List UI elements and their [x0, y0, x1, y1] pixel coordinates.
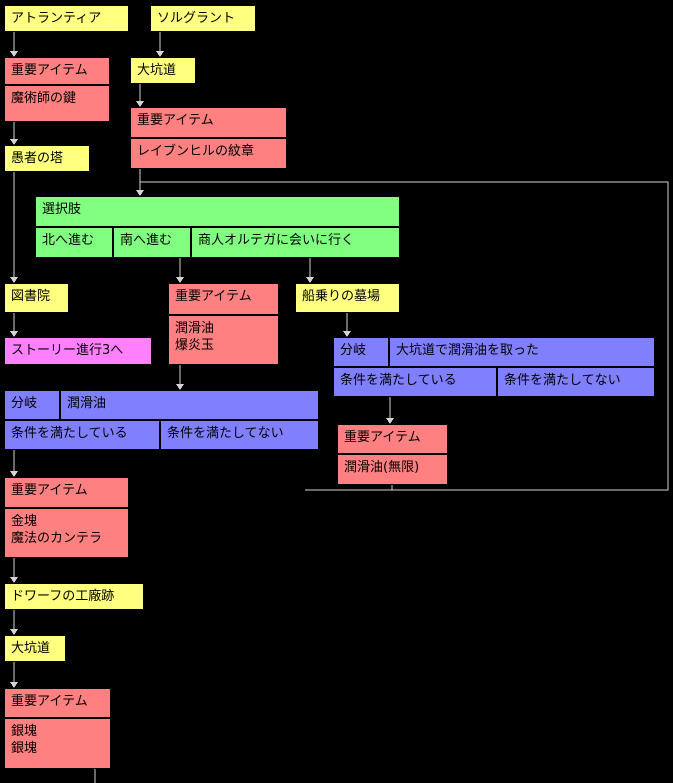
- node-label: 重要アイテム: [344, 430, 421, 445]
- node-label: 潤滑油: [67, 396, 107, 411]
- node-branch-cond-left: 潤滑油: [60, 390, 319, 420]
- arrowhead-icon: [10, 682, 18, 688]
- node-branch-cond-right: 大坑道で潤滑油を取った: [389, 337, 655, 367]
- node-label: 条件を満たしてない: [167, 426, 284, 441]
- arrowhead-icon: [10, 471, 18, 477]
- arrowhead-icon: [386, 418, 394, 424]
- node-fools-tower: 愚者の塔: [4, 145, 90, 172]
- node-label: 愚者の塔: [11, 151, 64, 166]
- node-label: アトランティア: [11, 11, 102, 26]
- node-label: 商人オルテガに会いに行く: [198, 233, 355, 248]
- node-branch-met-left: 条件を満たしている: [4, 420, 160, 450]
- arrowhead-icon: [10, 51, 18, 57]
- node-choices-header: 選択肢: [35, 196, 400, 227]
- arrowhead-icon: [156, 51, 164, 57]
- node-key-item-header-1: 重要アイテム: [4, 57, 110, 85]
- node-lubricant-infinite: 潤滑油(無限): [337, 454, 448, 485]
- node-label: 南へ進む: [120, 233, 173, 248]
- node-story-progress-3: ストーリー進行3へ: [4, 337, 152, 365]
- node-key-item-header-5: 重要アイテム: [4, 477, 129, 508]
- arrowhead-icon: [343, 331, 351, 337]
- node-label: 大坑道: [11, 641, 51, 656]
- node-label: レイブンヒルの紋章: [137, 144, 255, 159]
- node-label: 潤滑油 爆炎玉: [175, 321, 215, 353]
- node-atlantia: アトランティア: [4, 5, 129, 32]
- node-key-item-header-4: 重要アイテム: [337, 424, 448, 454]
- arrowhead-icon: [10, 629, 18, 635]
- node-ravenhill-crest: レイブンヒルの紋章: [130, 138, 287, 169]
- node-label: 大坑道で潤滑油を取った: [396, 343, 540, 358]
- arrowhead-icon: [10, 139, 18, 145]
- node-key-item-header-3: 重要アイテム: [168, 283, 279, 315]
- node-label: 分岐: [340, 343, 367, 358]
- edge-16: [140, 181, 669, 491]
- node-label: 分岐: [11, 396, 38, 411]
- arrowhead-icon: [10, 277, 18, 283]
- node-solgrant: ソルグラント: [150, 5, 256, 32]
- node-label: 銀塊 銀塊: [11, 724, 38, 756]
- node-choice-go-north: 北へ進む: [35, 227, 113, 258]
- arrowhead-icon: [10, 331, 18, 337]
- node-label: 大坑道: [137, 63, 177, 78]
- node-gold-magic-lantern: 金塊 魔法のカンテラ: [4, 508, 129, 558]
- arrowhead-icon: [10, 577, 18, 583]
- node-key-item-header-2: 重要アイテム: [130, 107, 287, 138]
- node-great-tunnel-1: 大坑道: [130, 57, 196, 84]
- node-branch-notmet-right: 条件を満たしてない: [497, 367, 655, 397]
- node-label: 金塊 魔法のカンテラ: [11, 514, 103, 546]
- node-label: 重要アイテム: [11, 63, 88, 78]
- node-label: 条件を満たしている: [11, 426, 128, 441]
- arrowhead-icon: [136, 190, 144, 196]
- node-sailors-graveyard: 船乗りの墓場: [295, 283, 400, 313]
- node-choice-meet-ortega: 商人オルテガに会いに行く: [191, 227, 400, 258]
- arrowhead-icon: [176, 384, 184, 390]
- node-label: 条件を満たしてない: [504, 373, 621, 388]
- node-label: ソルグラント: [157, 11, 236, 26]
- node-silver-silver: 銀塊 銀塊: [4, 718, 111, 769]
- node-label: 北へ進む: [42, 233, 95, 248]
- arrowhead-icon: [176, 277, 184, 283]
- node-label: ストーリー進行3へ: [11, 343, 124, 358]
- node-great-tunnel-2: 大坑道: [4, 635, 66, 662]
- node-label: 魔術師の鍵: [11, 91, 77, 106]
- node-branch-label-right: 分岐: [333, 337, 389, 367]
- arrowhead-icon: [136, 101, 144, 107]
- node-key-item-header-6: 重要アイテム: [4, 688, 111, 718]
- node-label: 船乗りの墓場: [302, 289, 381, 304]
- node-label: 重要アイテム: [11, 483, 88, 498]
- node-label: 重要アイテム: [11, 694, 88, 709]
- node-label: 条件を満たしている: [340, 373, 457, 388]
- node-dwarf-factory-ruins: ドワーフの工廠跡: [4, 583, 144, 610]
- node-branch-met-right: 条件を満たしている: [333, 367, 497, 397]
- node-label: 重要アイテム: [137, 113, 214, 128]
- node-label: 選択肢: [42, 202, 82, 217]
- node-label: 潤滑油(無限): [344, 460, 420, 475]
- node-library: 図書院: [4, 283, 69, 313]
- node-lubricant-bomb: 潤滑油 爆炎玉: [168, 315, 279, 365]
- node-label: 図書院: [11, 289, 51, 304]
- node-branch-label-left: 分岐: [4, 390, 60, 420]
- arrowhead-icon: [306, 277, 314, 283]
- node-choice-go-south: 南へ進む: [113, 227, 191, 258]
- node-label: 重要アイテム: [175, 289, 252, 304]
- node-magicians-key: 魔術師の鍵: [4, 85, 110, 122]
- node-branch-notmet-left: 条件を満たしてない: [160, 420, 319, 450]
- node-label: ドワーフの工廠跡: [11, 589, 115, 604]
